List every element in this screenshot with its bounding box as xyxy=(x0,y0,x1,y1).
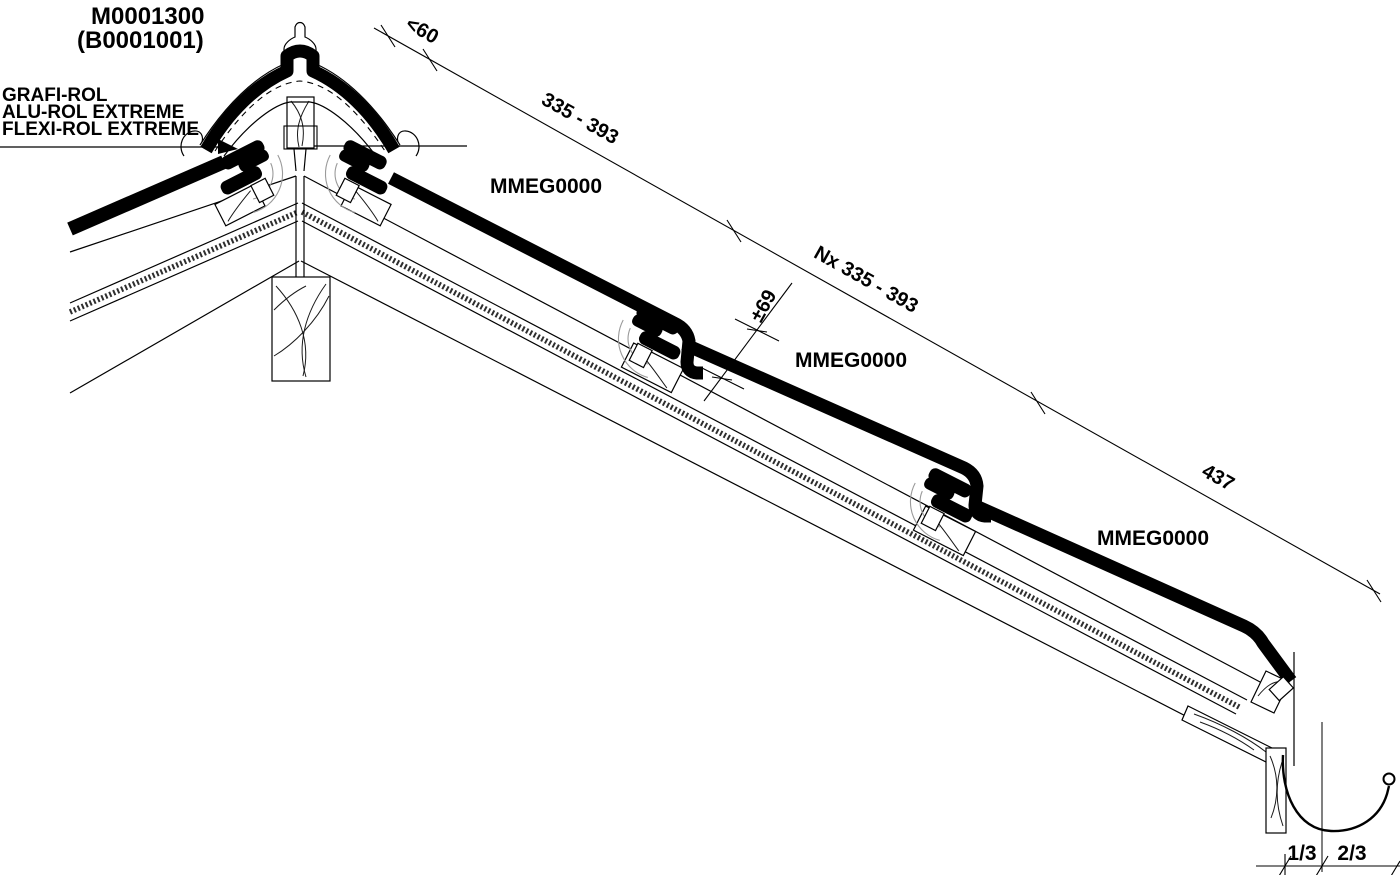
ridge-product-code-alt: (B0001001) xyxy=(77,27,204,54)
gutter-profile xyxy=(1281,754,1391,833)
ridge-tile-outline xyxy=(180,21,420,157)
tile-head-clip-joint-2 xyxy=(924,468,973,523)
right-slope-structure xyxy=(300,175,1263,745)
left-tile-band xyxy=(67,155,227,236)
membrane-leader xyxy=(0,139,467,154)
membrane-label-3: FLEXI-ROL EXTREME xyxy=(2,119,199,140)
labels: M0001300 (B0001001) GRAFI-ROL ALU-ROL EX… xyxy=(2,3,1209,550)
ridge-roll-hidden-line xyxy=(214,80,386,152)
tile-head-clip-ridge-left xyxy=(220,140,269,195)
dim-gutter-left: 1/3 xyxy=(1287,842,1316,865)
underlay-membrane-right xyxy=(300,209,1243,711)
ridge-batten-bracket xyxy=(283,125,318,150)
underlay-membrane-left xyxy=(68,209,300,315)
gutter-dimension: 1/3 2/3 xyxy=(1256,842,1400,875)
ridge-tile-band xyxy=(200,44,400,154)
ridge-assembly xyxy=(180,21,420,172)
ridge-post xyxy=(271,176,331,382)
tile-courses xyxy=(67,44,1297,685)
membrane-label-1: GRAFI-ROL xyxy=(2,85,108,106)
gutter xyxy=(1281,652,1396,872)
dim-gutter-right: 2/3 xyxy=(1337,842,1366,865)
leader-arrow-icon xyxy=(218,139,238,154)
tile-label-3: MMEG0000 xyxy=(1097,527,1209,550)
tile-label-1: MMEG0000 xyxy=(490,175,602,198)
tile-label-2: MMEG0000 xyxy=(795,349,907,372)
tile-head-clip-ridge-right xyxy=(339,140,388,195)
membrane-label-2: ALU-ROL EXTREME xyxy=(2,102,184,123)
tile-nibs xyxy=(250,177,1295,702)
ridge-batten xyxy=(286,96,315,149)
tile-course-3 xyxy=(973,500,1297,685)
ridge-product-code: M0001300 xyxy=(91,3,204,30)
tile-head-clip-joint-1 xyxy=(632,305,681,360)
ridge-roll-front-edge xyxy=(223,101,377,157)
gutter-bead xyxy=(1382,772,1396,786)
